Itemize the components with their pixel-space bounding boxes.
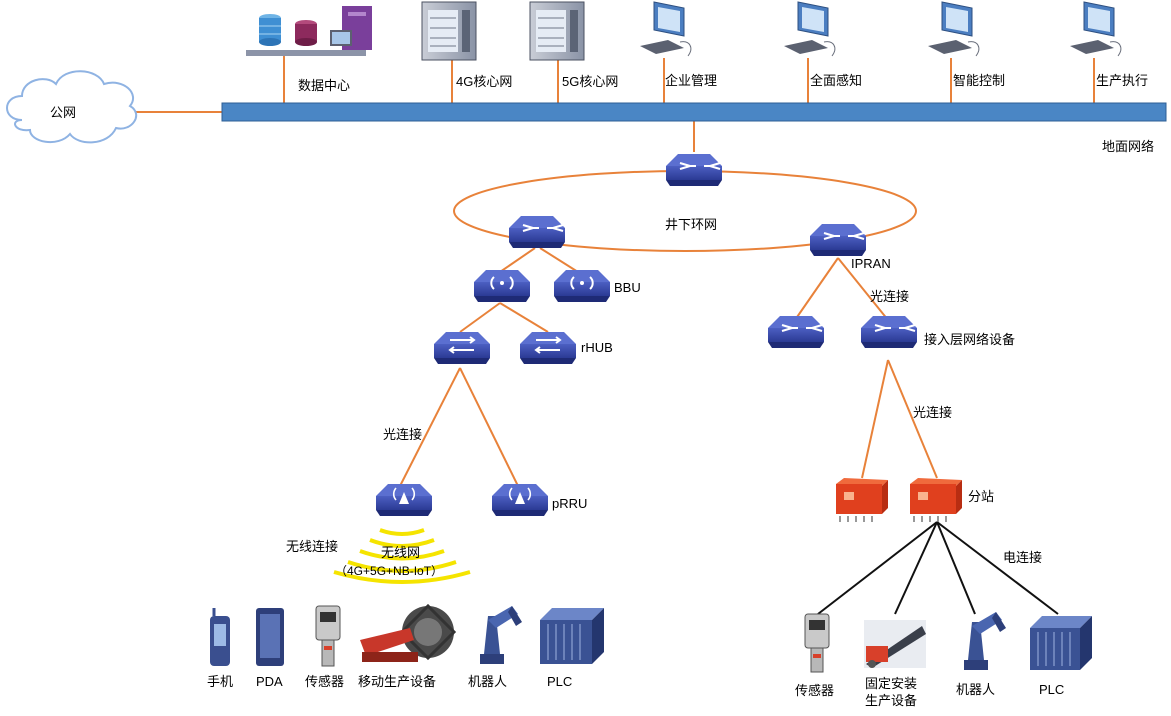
access-point-icon xyxy=(376,484,432,516)
fixed-equipment-label-2: 生产设备 xyxy=(865,693,917,708)
ipran-label: IPRAN xyxy=(851,256,891,271)
link-access-sub2 xyxy=(887,359,938,479)
substation-label: 分站 xyxy=(968,489,994,504)
link-bbu-rhub2 xyxy=(499,302,549,333)
ground-network-bus xyxy=(221,102,1167,122)
robot-arm-icon xyxy=(964,612,1006,670)
wireless-signal-icon xyxy=(333,528,471,584)
optical-right-1-label: 光连接 xyxy=(870,289,909,304)
robot-left-label: 机器人 xyxy=(468,674,507,689)
rack-server-icon xyxy=(421,1,477,61)
router-icon xyxy=(665,153,723,187)
access-point-icon xyxy=(492,484,548,516)
link-electric-robot xyxy=(936,521,976,615)
router-icon xyxy=(767,315,825,349)
wireless-conn-label: 无线连接 xyxy=(286,539,338,554)
link-electric-plc xyxy=(936,521,1059,615)
link-ipran-access1 xyxy=(794,257,839,321)
sensor-right-label: 传感器 xyxy=(795,683,834,698)
bbu-label: BBU xyxy=(614,280,641,295)
cloud-icon xyxy=(6,70,137,144)
plc-right-label: PLC xyxy=(1039,682,1064,697)
ground-net-label: 地面网络 xyxy=(1102,139,1154,154)
robot-arm-icon xyxy=(480,606,522,664)
mining-machine-icon xyxy=(360,603,457,662)
rack-server-icon xyxy=(529,1,585,61)
computer-workstation-icon xyxy=(1070,1,1122,57)
bbu-wireless-icon xyxy=(474,270,530,302)
ring-net-label: 井下环网 xyxy=(665,217,717,232)
pda-label: PDA xyxy=(256,674,283,689)
rhub-switch-icon xyxy=(520,332,576,364)
server-stack-icon xyxy=(246,6,372,56)
link-electric-fixed xyxy=(894,521,938,615)
sensor-icon xyxy=(315,605,341,667)
phone-icon xyxy=(210,608,230,666)
computer-workstation-icon xyxy=(928,1,980,57)
router-icon xyxy=(508,215,566,249)
substation-box-icon xyxy=(910,478,962,522)
computer-workstation-icon xyxy=(784,1,836,57)
plc-left-label: PLC xyxy=(547,674,572,689)
computer-workstation-icon xyxy=(640,1,692,57)
router-icon xyxy=(860,315,918,349)
link-rhub-prru2 xyxy=(459,367,519,487)
public-net-label: 公网 xyxy=(50,105,76,120)
router-icon xyxy=(809,223,867,257)
access-layer-label: 接入层网络设备 xyxy=(924,332,1015,347)
link-router-bbu1 xyxy=(499,247,536,273)
production-label: 生产执行 xyxy=(1096,73,1148,88)
electric-links xyxy=(817,521,1059,615)
optical-right-2-label: 光连接 xyxy=(913,405,952,420)
core-5g-label: 5G核心网 xyxy=(562,74,618,89)
phone-label: 手机 xyxy=(207,674,233,689)
prru-label: pRRU xyxy=(552,496,587,511)
bbu-wireless-icon xyxy=(554,270,610,302)
electric-conn-label: 电连接 xyxy=(1003,550,1042,565)
link-router-bbu2 xyxy=(539,247,579,273)
perception-label: 全面感知 xyxy=(810,73,862,88)
conveyor-equipment-icon xyxy=(864,620,926,668)
pda-icon xyxy=(256,608,284,666)
control-label: 智能控制 xyxy=(953,73,1005,88)
rhub-label: rHUB xyxy=(581,340,613,355)
plc-icon xyxy=(1030,616,1092,670)
link-rhub-prru1 xyxy=(399,367,461,487)
wireless-net-label-2: （4G+5G+NB-IoT） xyxy=(335,564,443,578)
robot-right-label: 机器人 xyxy=(956,682,995,697)
rhub-switch-icon xyxy=(434,332,490,364)
data-center-label: 数据中心 xyxy=(298,78,350,93)
link-ipran-access2 xyxy=(837,257,889,321)
sensor-left-label: 传感器 xyxy=(305,674,344,689)
plc-icon xyxy=(540,608,604,664)
optical-left-label: 光连接 xyxy=(383,427,422,442)
sensor-icon xyxy=(804,613,830,673)
fixed-equipment-label-1: 固定安装 xyxy=(865,676,917,691)
core-4g-label: 4G核心网 xyxy=(456,74,512,89)
wireless-net-label-1: 无线网 xyxy=(381,545,420,560)
substation-box-icon xyxy=(836,478,888,522)
link-bbu-rhub1 xyxy=(459,302,501,333)
enterprise-label: 企业管理 xyxy=(665,73,717,88)
mobile-equipment-label: 移动生产设备 xyxy=(358,674,436,689)
link-access-sub1 xyxy=(861,359,889,479)
link-electric-sensor xyxy=(817,521,938,615)
